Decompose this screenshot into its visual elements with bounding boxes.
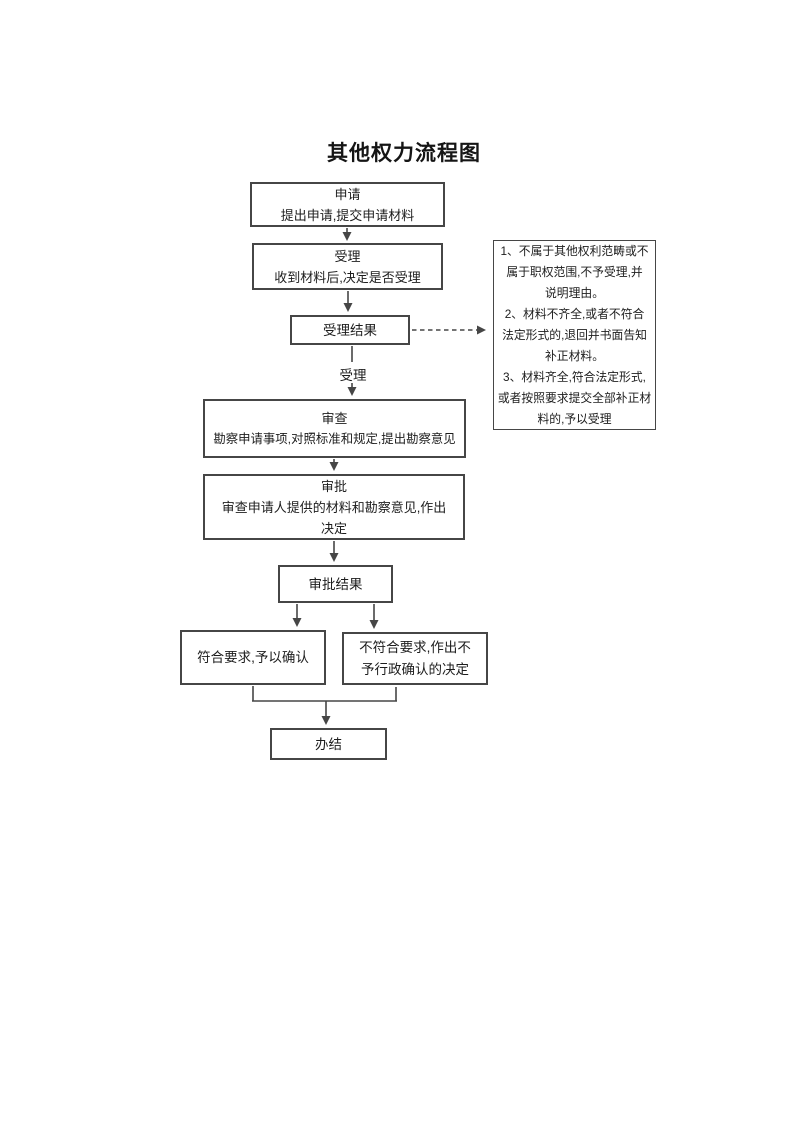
box-desc-line: 决定 [320,520,347,536]
page-title: 其他权力流程图 [327,142,481,165]
box-label: 审批结果 [308,576,363,592]
flow-box-confirm-yes: 符合要求,予以确认 [180,630,326,685]
note-item-3: 3、材料齐全,符合法定形式, 或者按照要求提交全部补正材 料的,予以受理 [498,367,651,430]
note-line: 属于职权范围,不予受理,并 [506,264,643,279]
box-label: 办结 [315,736,342,752]
note-item-1: 1、不属于其他权利范畴或不 属于职权范围,不予受理,并 说明理由。 [500,241,648,304]
branch-label-accepted: 受理 [339,368,367,383]
flow-box-accept-result: 受理结果 [290,315,410,345]
note-line: 1、不属于其他权利范畴或不 [500,243,649,258]
side-note-box: 1、不属于其他权利范畴或不 属于职权范围,不予受理,并 说明理由。 2、材料不齐… [493,240,656,430]
flow-box-finish: 办结 [270,728,387,760]
note-line: 料的,予以受理 [537,411,612,426]
flow-box-approve: 审批 审查申请人提供的材料和勘察意见,作出 决定 [203,474,465,540]
note-line: 补正材料。 [545,348,604,363]
note-item-2: 2、材料不齐全,或者不符合 法定形式的,退回并书面告知 补正材料。 [502,304,647,367]
note-line: 3、材料齐全,符合法定形式, [503,369,646,384]
note-line: 或者按照要求提交全部补正材 [497,390,652,405]
box-label-line: 不符合要求,作出不 [359,639,471,655]
flow-box-apply: 申请 提出申请,提交申请材料 [250,182,445,227]
box-desc-line: 审查申请人提供的材料和勘察意见,作出 [221,499,447,515]
box-label: 符合要求,予以确认 [197,650,309,665]
box-desc: 收到材料后,决定是否受理 [274,269,421,285]
box-label-line: 予行政确认的决定 [361,661,469,677]
box-title: 受理 [334,248,361,264]
flow-box-accept: 受理 收到材料后,决定是否受理 [252,243,443,290]
box-title: 审批 [320,478,347,494]
flow-box-confirm-no: 不符合要求,作出不 予行政确认的决定 [342,632,488,685]
box-desc: 提出申请,提交申请材料 [280,207,415,223]
box-label: 受理结果 [323,322,377,338]
note-line: 说明理由。 [545,285,604,300]
box-desc: 勘察申请事项,对照标准和规定,提出勘察意见 [213,431,456,446]
box-title: 申请 [334,186,361,202]
flow-box-approve-result: 审批结果 [278,565,393,603]
flow-box-review: 审查 勘察申请事项,对照标准和规定,提出勘察意见 [203,399,466,458]
note-line: 法定形式的,退回并书面告知 [502,327,647,342]
box-title: 审查 [321,410,348,426]
note-line: 2、材料不齐全,或者不符合 [504,306,645,321]
